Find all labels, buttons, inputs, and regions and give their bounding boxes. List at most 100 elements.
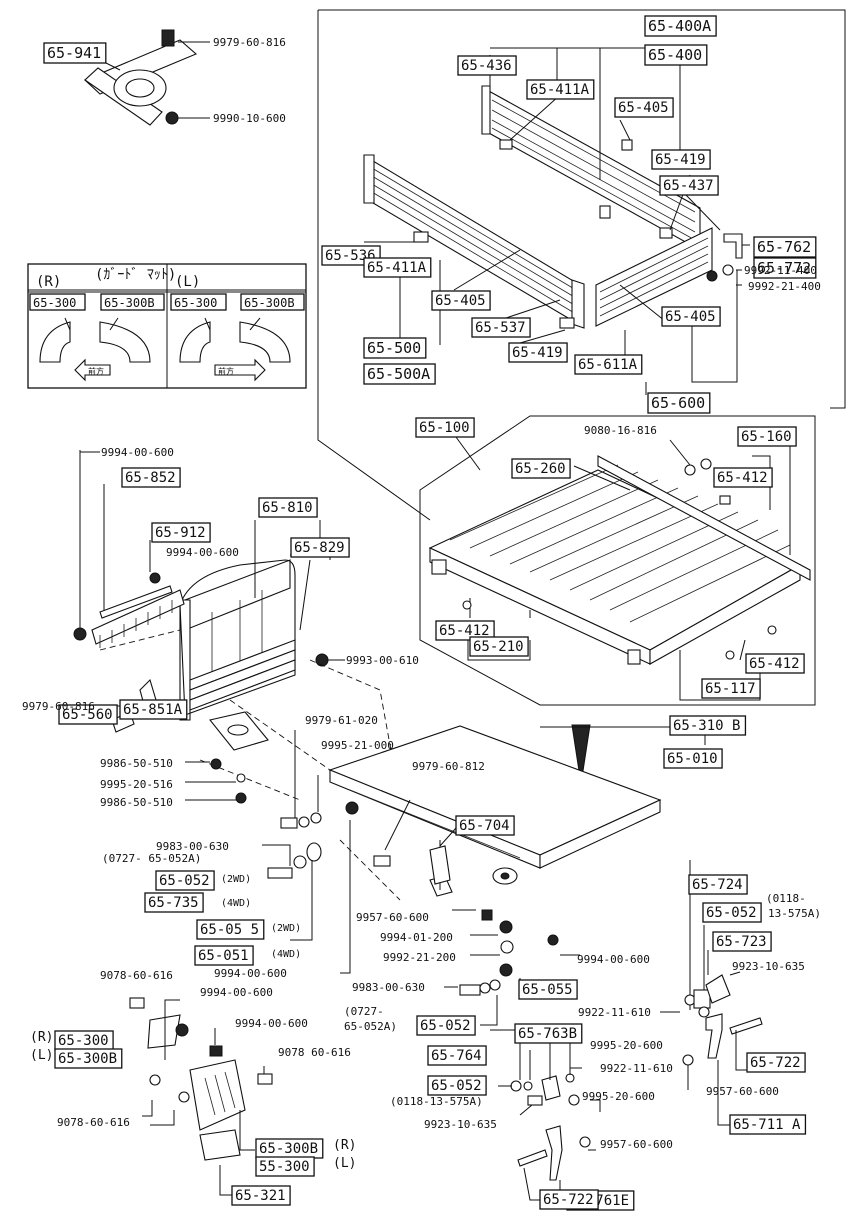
part-label-b-65-436: 65-436 bbox=[457, 55, 517, 76]
part-label-text: 65-405 bbox=[665, 309, 716, 325]
gate-enclosure-left bbox=[317, 10, 431, 521]
part-number-t-9995-20-600-b: 9995-20-600 bbox=[582, 1090, 655, 1103]
part-number-t-9994-01-200: 9994-01-200 bbox=[380, 931, 453, 944]
part-label-text: 65-611A bbox=[578, 357, 638, 373]
hitch-assembly bbox=[490, 860, 763, 1201]
part-label-text: 65-052 bbox=[706, 905, 757, 921]
spare-tire-bolt bbox=[429, 827, 457, 885]
part-label-text: 55-300 bbox=[259, 1159, 310, 1175]
gate-hinges bbox=[413, 139, 743, 329]
part-label-text: 65-010 bbox=[667, 751, 718, 767]
mat-l-code-b: 65-300B bbox=[244, 296, 295, 310]
part-label-b-65-405-right: 65-405 bbox=[661, 306, 721, 327]
part-number-t-9995-20-516: 9995-20-516 bbox=[100, 778, 173, 791]
part-label-b-65-310B: 65-310 B bbox=[669, 715, 747, 736]
part-number-t-L-2: (L) bbox=[333, 1156, 356, 1171]
part-number-t-4wd-b: (4WD) bbox=[271, 949, 301, 960]
part-number-t-9992-21-200: 9992-21-200 bbox=[383, 951, 456, 964]
part-label-text: 65-704 bbox=[459, 818, 510, 834]
part-label-b-65-735: 65-735 bbox=[144, 892, 204, 913]
part-label-text: 65-724 bbox=[692, 877, 743, 893]
part-label-text: 65-763B bbox=[518, 1026, 577, 1042]
gate-enclosure-line bbox=[318, 9, 846, 409]
mat-caption: (ｶﾞｰﾄﾞ ﾏｯﾄ) bbox=[95, 267, 176, 283]
part-label-b-65-723: 65-723 bbox=[712, 931, 772, 952]
part-label-text: 65-400 bbox=[648, 46, 702, 64]
part-label-b-65-764: 65-764 bbox=[427, 1045, 487, 1066]
part-label-text: 65-321 bbox=[235, 1188, 286, 1204]
part-label-text: 65-052 bbox=[159, 873, 210, 889]
mud-flap-bracket bbox=[185, 711, 269, 804]
pointer-triangle bbox=[571, 724, 591, 785]
part-label-b-65-055-2wd: 65-05 5 bbox=[196, 919, 265, 940]
part-label-b-65-117: 65-117 bbox=[701, 678, 761, 699]
rear-gate-panel bbox=[481, 85, 701, 251]
part-number-t-9986-50-510-b: 9986-50-510 bbox=[100, 796, 173, 809]
part-label-text: 65-941 bbox=[47, 44, 101, 62]
part-label-b-65-210: 65-210 bbox=[469, 636, 529, 657]
part-label-text: 65-300B bbox=[58, 1051, 117, 1067]
part-label-text: 65-300B bbox=[259, 1141, 318, 1157]
part-label-text: 65-500A bbox=[367, 365, 430, 383]
part-number-t-9979-60-816-left: 9979-60-816 bbox=[22, 700, 95, 713]
part-number-t-9078-60-616-b: 9078 60-616 bbox=[278, 1046, 351, 1059]
headboard-assembly bbox=[179, 559, 345, 721]
part-label-text: 65-160 bbox=[741, 429, 792, 445]
part-number-t-0727-65-052A: (0727- 65-052A) bbox=[102, 852, 201, 865]
part-label-b-65-500: 65-500 bbox=[363, 337, 427, 359]
mat-r-code-a: 65-300 bbox=[33, 296, 76, 310]
part-label-b-65-412-right: 65-412 bbox=[745, 653, 805, 674]
part-label-b-65-411A-top: 65-411A bbox=[526, 79, 595, 100]
part-label-text: 65-05 5 bbox=[200, 922, 259, 938]
part-label-b-65-405-top: 65-405 bbox=[614, 97, 674, 118]
part-number-t-0727-b1: (0727- bbox=[344, 1005, 384, 1018]
mud-flap-assembly bbox=[129, 997, 273, 1196]
part-label-b-65-405-mid: 65-405 bbox=[431, 290, 491, 311]
part-number-t-9957-60-600-c: 9957-60-600 bbox=[706, 1085, 779, 1098]
part-label-text: 65-437 bbox=[663, 178, 714, 194]
left-side-gate-panel bbox=[363, 154, 585, 329]
front-gate-panel bbox=[595, 227, 713, 327]
part-number-t-9080-16-816: 9080-16-816 bbox=[584, 424, 657, 437]
part-number-t-0118-a2: 13-575A) bbox=[768, 907, 821, 920]
part-label-text: 65-711 A bbox=[733, 1117, 801, 1133]
front-guard-parts bbox=[73, 450, 331, 733]
mat-r-arrow-text: 前方 bbox=[88, 366, 104, 376]
part-number-t-9922-11-610-b: 9922-11-610 bbox=[600, 1062, 673, 1075]
guard-mat-panel bbox=[27, 263, 307, 389]
part-number-t-0118-a1: (0118- bbox=[766, 892, 806, 905]
part-number-t-R-2: (R) bbox=[333, 1138, 356, 1153]
part-number-t-0118-b: (0118-13-575A) bbox=[390, 1095, 483, 1108]
part-label-b-65-560: 65-560 bbox=[58, 704, 118, 725]
part-label-text: 65-829 bbox=[294, 540, 345, 556]
part-label-text: 65-300 bbox=[58, 1033, 109, 1049]
part-label-text: 65-411A bbox=[530, 82, 590, 98]
part-label-text: 65-735 bbox=[148, 895, 199, 911]
part-label-text: 65-419 bbox=[512, 345, 563, 361]
part-label-text: 65-412 bbox=[439, 623, 490, 639]
part-label-b-65-052-low: 65-052 bbox=[427, 1075, 487, 1096]
part-number-t-9957-60-600-a: 9957-60-600 bbox=[356, 911, 429, 924]
part-label-b-65-941: 65-941 bbox=[43, 42, 107, 64]
part-label-text: 65-810 bbox=[262, 500, 313, 516]
spare-tire-carrier bbox=[84, 29, 210, 126]
part-label-b-65-611A: 65-611A bbox=[574, 354, 643, 375]
part-label-b-65-772: 65-772 bbox=[753, 257, 817, 279]
part-number-t-9979-60-816-top: 9979-60-816 bbox=[213, 36, 286, 49]
part-label-text: 65-436 bbox=[461, 58, 512, 74]
part-number-t-4wd-a: (4WD) bbox=[221, 898, 251, 909]
part-label-b-65-160: 65-160 bbox=[737, 426, 797, 447]
part-label-b-65-300: 65-300 bbox=[54, 1030, 114, 1051]
part-label-text: 65-100 bbox=[419, 420, 470, 436]
part-number-t-0727-b2: 65-052A) bbox=[344, 1020, 397, 1033]
part-label-text: 65-852 bbox=[125, 470, 176, 486]
part-label-text: 65-723 bbox=[716, 934, 767, 950]
part-label-b-65-010: 65-010 bbox=[663, 748, 723, 769]
part-label-text: 65-912 bbox=[155, 525, 206, 541]
part-label-b-65-052-2wd: 65-052 bbox=[155, 870, 215, 891]
part-number-t-9979-61-020: 9979-61-020 bbox=[305, 714, 378, 727]
part-number-t-L-1: (L) bbox=[30, 1048, 53, 1063]
part-label-b-65-260: 65-260 bbox=[511, 458, 571, 479]
mat-code-boxes bbox=[29, 293, 305, 311]
part-label-text: 65-537 bbox=[475, 320, 526, 336]
